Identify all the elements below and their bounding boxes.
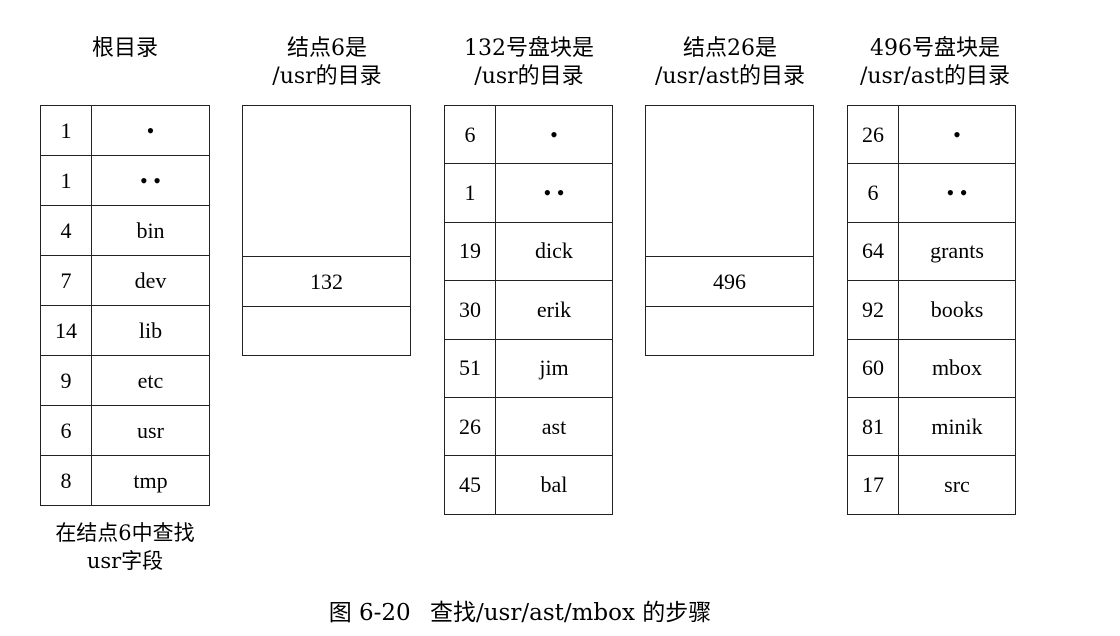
entry-name: ast: [495, 396, 613, 457]
entry-name: books: [898, 280, 1016, 340]
block496-title: 496号盘块是 /usr/ast的目录: [840, 35, 1030, 91]
inode-number: 81: [847, 396, 899, 457]
inode-number: 14: [40, 305, 92, 356]
note-line-2: usr字段: [86, 549, 164, 573]
inode-number: 17: [847, 455, 899, 515]
inode-number: 9: [40, 355, 92, 406]
block132-title-line-1: 132号盘块是: [464, 36, 594, 61]
inode-number: 8: [40, 455, 92, 506]
inode6-empty-cell: [243, 306, 410, 356]
entry-name: usr: [91, 405, 210, 456]
dir-entry-row: 26•: [847, 104, 1016, 165]
figure-caption-text: 查找/usr/ast/mbox 的步骤: [430, 600, 712, 626]
inode-number: 19: [444, 221, 496, 282]
inode6-title-line-1: 结点6是: [287, 36, 367, 61]
entry-name: lib: [91, 305, 210, 356]
inode6-box: 132: [242, 105, 411, 356]
entry-name: bin: [91, 205, 210, 256]
entry-name: •: [898, 104, 1016, 165]
entry-name: etc: [91, 355, 210, 406]
block496-title-line-2: /usr/ast的目录: [859, 64, 1011, 89]
entry-name: bal: [495, 455, 613, 515]
inode-number: 4: [40, 205, 92, 256]
block132-title: 132号盘块是 /usr的目录: [444, 35, 614, 91]
root-dir-title: 根目录: [40, 35, 210, 63]
inode6-title: 结点6是 /usr的目录: [242, 35, 412, 91]
inode-number: 26: [444, 396, 496, 457]
inode-number: 26: [847, 104, 899, 165]
entry-name: • •: [495, 163, 613, 223]
inode6-title-line-2: /usr的目录: [272, 64, 382, 89]
dir-entry-row: 6• •: [847, 163, 1016, 223]
entry-name: •: [91, 105, 210, 156]
inode-number: 30: [444, 280, 496, 340]
inode-number: 1: [444, 163, 496, 223]
inode26-empty-cell: [646, 306, 813, 356]
inode-number: 6: [847, 163, 899, 223]
inode-number: 60: [847, 338, 899, 398]
inode-number: 64: [847, 221, 899, 282]
entry-name: dev: [91, 255, 210, 306]
entry-name: dick: [495, 221, 613, 282]
inode26-title-line-1: 结点26是: [683, 36, 777, 61]
inode-number: 6: [40, 405, 92, 456]
figure-number: 图 6-20: [328, 600, 411, 626]
dir-entry-row: 6•: [444, 104, 613, 165]
entry-name: tmp: [91, 455, 210, 506]
inode-number: 92: [847, 280, 899, 340]
inode-number: 51: [444, 338, 496, 398]
inode-number: 45: [444, 455, 496, 515]
entry-name: erik: [495, 280, 613, 340]
inode26-title: 结点26是 /usr/ast的目录: [645, 35, 815, 91]
entry-name: minik: [898, 396, 1016, 457]
inode6-block-pointer: 132: [243, 256, 410, 306]
inode-number: 1: [40, 155, 92, 206]
inode26-block-pointer: 496: [646, 256, 813, 306]
entry-name: mbox: [898, 338, 1016, 398]
inode-number: 7: [40, 255, 92, 306]
entry-name: jim: [495, 338, 613, 398]
figure-caption: 图 6-20 查找/usr/ast/mbox 的步骤: [0, 593, 1040, 627]
inode6-block-value: 132: [310, 268, 343, 294]
note-line-1: 在结点6中查找: [55, 521, 195, 545]
block496-title-line-1: 496号盘块是: [870, 36, 1000, 61]
dir-entry-row: 1• •: [40, 155, 210, 206]
root-dir-title-line: 根目录: [91, 36, 158, 61]
root-dir-note: 在结点6中查找 usr字段: [20, 519, 230, 575]
inode26-box: 496: [645, 105, 814, 356]
entry-name: •: [495, 104, 613, 165]
inode26-title-line-2: /usr/ast的目录: [654, 64, 806, 89]
entry-name: grants: [898, 221, 1016, 282]
entry-name: • •: [91, 155, 210, 206]
dir-entry-row: 1•: [40, 105, 210, 156]
inode26-block-value: 496: [713, 268, 746, 294]
entry-name: • •: [898, 163, 1016, 223]
dir-entry-row: 1• •: [444, 163, 613, 223]
entry-name: src: [898, 455, 1016, 515]
block132-title-line-2: /usr的目录: [474, 64, 584, 89]
inode-number: 1: [40, 105, 92, 156]
inode-number: 6: [444, 104, 496, 165]
